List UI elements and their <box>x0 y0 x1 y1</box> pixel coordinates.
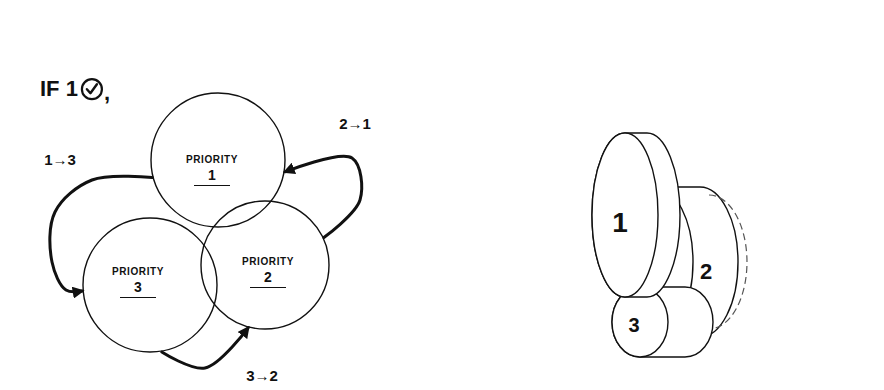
curved-arrow <box>285 156 362 237</box>
priority-heading: PRIORITY <box>112 266 164 279</box>
edge-label: 3→2 <box>244 367 280 385</box>
disc-shape: 1 <box>588 129 684 301</box>
edge-label: 2→1 <box>337 115 373 133</box>
priority-circle: PRIORITY3 <box>82 217 218 353</box>
priority-number: 2 <box>250 269 286 289</box>
circle-outline <box>151 93 285 227</box>
condition-label: IF 1 <box>40 76 78 102</box>
priority-heading: PRIORITY <box>186 154 238 167</box>
disc-number: 2 <box>700 258 712 286</box>
circle-outline <box>83 218 217 352</box>
circle-outline <box>201 201 329 329</box>
text-group: PRIORITY2 <box>242 256 294 288</box>
disc-number: 1 <box>612 205 628 240</box>
check-circle-icon <box>82 79 102 99</box>
disc-outline <box>588 129 684 301</box>
text-group: 1 <box>612 205 628 240</box>
punctuation-label: , <box>104 80 110 106</box>
text-group: PRIORITY1 <box>186 154 238 186</box>
disc-body <box>612 287 713 357</box>
priority-number: 3 <box>120 279 156 299</box>
priority-heading: PRIORITY <box>242 256 294 269</box>
disc-face <box>592 133 658 297</box>
disc-number: 3 <box>628 313 639 338</box>
dashed-outline <box>709 195 747 329</box>
text-group: 3 <box>628 313 639 338</box>
priority-circle: PRIORITY1 <box>150 92 286 228</box>
text-group: 2 <box>700 258 712 286</box>
priority-number: 1 <box>194 167 230 187</box>
text-group: PRIORITY3 <box>112 266 164 298</box>
edge-label: 1→3 <box>42 151 78 169</box>
disc-face <box>612 287 668 357</box>
priority-circle: PRIORITY2 <box>200 200 330 330</box>
disc-body <box>592 133 680 297</box>
circle-outline <box>82 217 218 353</box>
curved-arrow <box>162 328 248 368</box>
